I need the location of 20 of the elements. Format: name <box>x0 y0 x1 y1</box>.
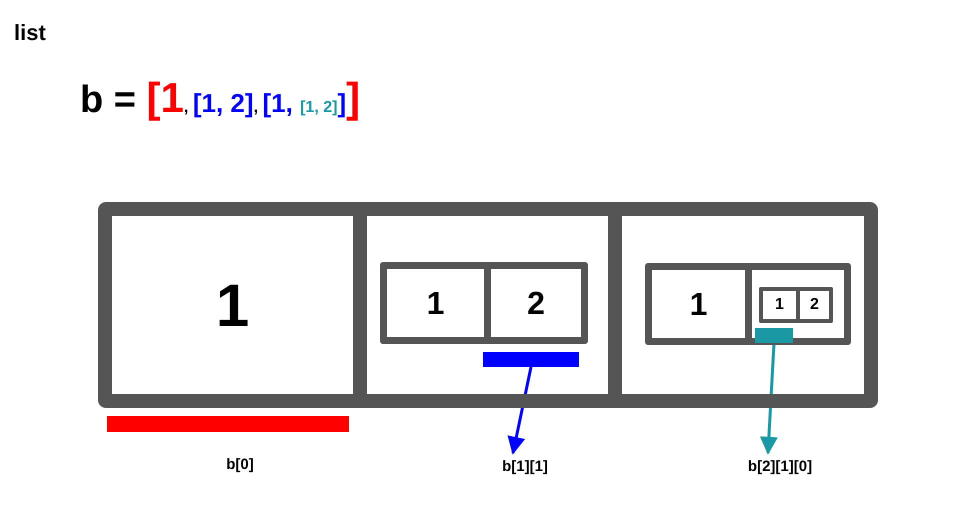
list-expression: b = [1, [1, 2], [1, [1, 2]]] <box>80 73 360 123</box>
nested-list-box <box>645 263 851 345</box>
arrow <box>508 366 532 455</box>
cell-value: 2 <box>527 284 545 322</box>
title: list <box>14 20 46 46</box>
cell-value: 1 <box>216 270 250 340</box>
index-label: b[1][1] <box>480 455 570 477</box>
highlight-bar <box>107 416 349 432</box>
index-label: b[2][1][0] <box>725 455 835 477</box>
list-box <box>98 202 878 408</box>
highlight-bar <box>755 328 793 343</box>
highlight-bar <box>483 352 579 367</box>
nested-list-box <box>380 262 588 344</box>
cell-value: 2 <box>810 296 819 314</box>
cell-value: 1 <box>775 296 784 314</box>
cell-value: 1 <box>426 284 444 322</box>
cell-value: 1 <box>690 286 708 322</box>
nested-list-box <box>759 287 833 323</box>
index-label: b[0] <box>225 456 255 473</box>
arrow <box>760 342 778 455</box>
